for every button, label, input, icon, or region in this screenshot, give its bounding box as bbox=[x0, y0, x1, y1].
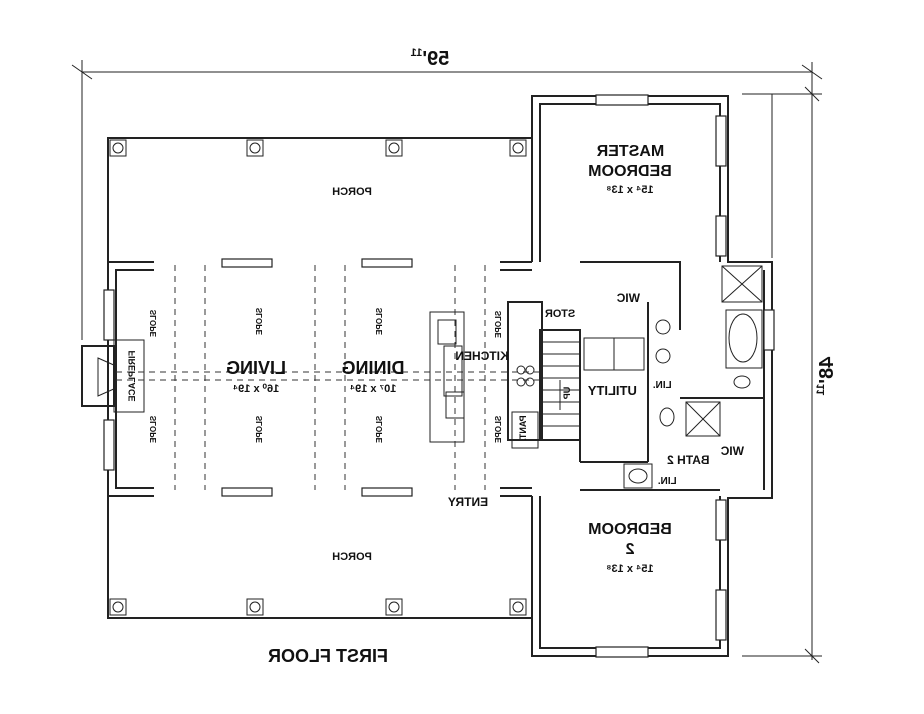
room-labels: PORCH PORCH MASTER BEDROOM 15⁴ x 13⁸ LIV… bbox=[226, 143, 744, 575]
stairs bbox=[539, 329, 581, 441]
dimension-labels: 59'11 48'11 bbox=[411, 47, 838, 395]
label-kitchen: KITCHEN bbox=[455, 349, 508, 363]
label-bedroom2-line1: BEDROOM bbox=[588, 521, 672, 538]
plan-title: FIRST FLOOR bbox=[268, 646, 388, 666]
label-slope: SLOPE bbox=[255, 308, 264, 336]
slope-lines bbox=[116, 265, 540, 490]
kitchen-fixtures bbox=[429, 301, 543, 449]
label-living: LIVING bbox=[226, 358, 286, 378]
label-porch-top: PORCH bbox=[332, 186, 372, 198]
fireplace bbox=[81, 339, 145, 413]
label-slope: SLOPE bbox=[149, 416, 158, 444]
dimension-lines bbox=[71, 60, 823, 664]
label-slope: SLOPE bbox=[375, 308, 384, 336]
label-stor: STOR bbox=[545, 308, 575, 320]
label-utility: UTILITY bbox=[587, 383, 636, 398]
label-porch-bottom: PORCH bbox=[332, 551, 372, 563]
label-up: UP bbox=[562, 387, 572, 400]
label-master-size: 15⁴ x 13⁸ bbox=[606, 184, 653, 196]
label-wic-top: WIC bbox=[616, 291, 640, 305]
label-dining-size: 10⁷ x 19⁴ bbox=[350, 383, 397, 395]
label-dining: DINING bbox=[342, 358, 405, 378]
label-bedroom2-size: 15⁴ x 13⁸ bbox=[606, 563, 653, 575]
label-lin-2: LIN. bbox=[658, 476, 677, 487]
label-wic-right: WIC bbox=[720, 444, 744, 458]
label-pantry: PANT. bbox=[518, 415, 528, 440]
label-lin-1: LIN. bbox=[653, 380, 672, 391]
label-slope: SLOPE bbox=[494, 416, 503, 444]
utility-room bbox=[579, 261, 681, 463]
label-master-line1: MASTER bbox=[596, 143, 664, 160]
label-bath2: BATH 2 bbox=[667, 453, 710, 467]
windows bbox=[103, 94, 775, 658]
rotated-labels: FIREPLACE PANT. UP SLOPE SLOPE SLOPE SLO… bbox=[127, 308, 572, 444]
exterior-walls bbox=[107, 95, 773, 657]
label-bedroom2-line2: 2 bbox=[626, 541, 635, 558]
label-slope: SLOPE bbox=[494, 311, 503, 339]
porch-posts bbox=[109, 139, 527, 616]
width-dimension-label: 59'11 bbox=[411, 47, 450, 70]
label-master-line2: BEDROOM bbox=[588, 163, 672, 180]
label-living-size: 16⁰ x 19⁴ bbox=[233, 383, 280, 395]
bath-2 bbox=[580, 401, 721, 491]
label-slope: SLOPE bbox=[375, 416, 384, 444]
depth-dimension-label: 48'11 bbox=[815, 357, 838, 396]
master-bath bbox=[680, 265, 764, 399]
porch-outline bbox=[107, 137, 532, 619]
label-slope: SLOPE bbox=[255, 416, 264, 444]
label-entry: ENTRY bbox=[448, 495, 488, 509]
label-fireplace: FIREPLACE bbox=[127, 350, 137, 401]
label-slope: SLOPE bbox=[149, 310, 158, 338]
